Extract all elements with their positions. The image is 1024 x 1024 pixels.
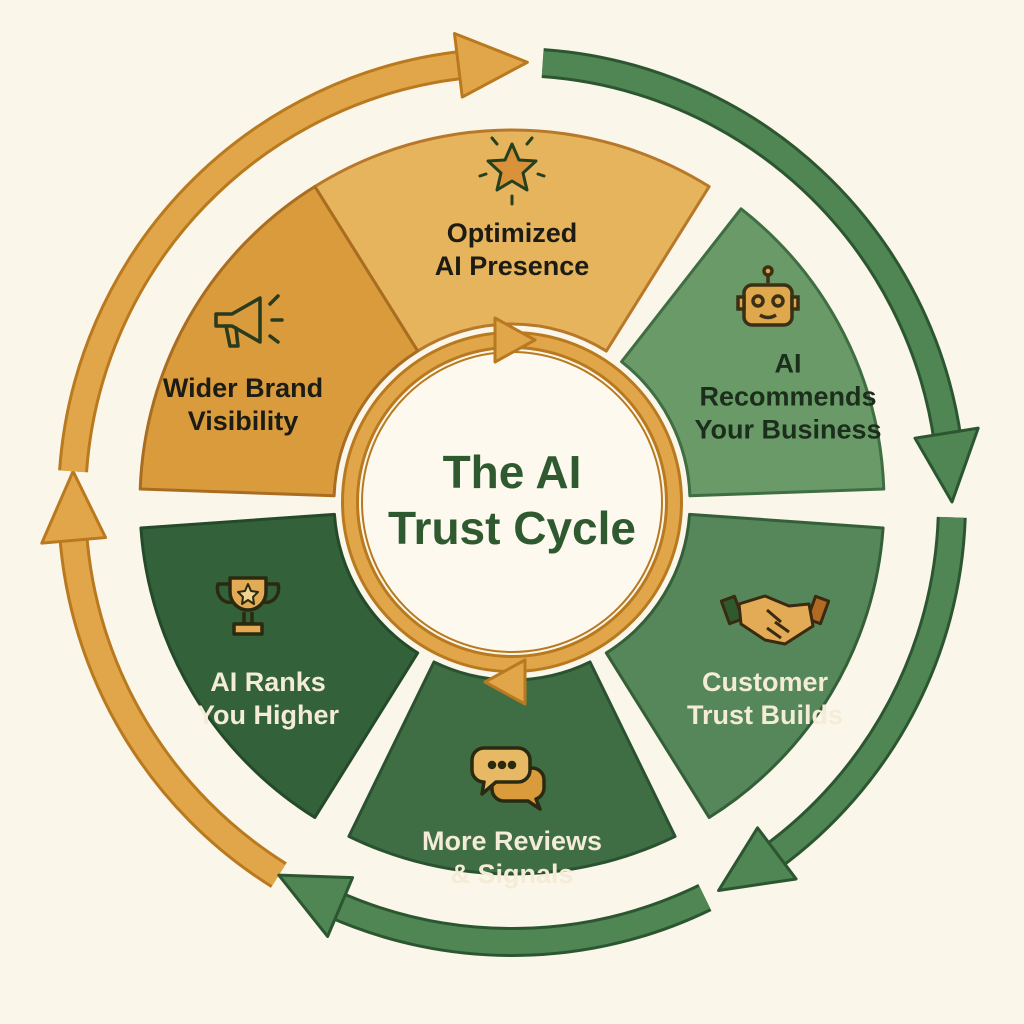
title-line-2: Trust Cycle: [388, 502, 636, 554]
segment-label: Customer: [701, 667, 829, 697]
segment-label: You Higher: [196, 700, 340, 730]
star-icon: [478, 136, 546, 206]
segment-ai-ranks: AI Ranks You Higher: [197, 666, 339, 732]
title-line-1: The AI: [442, 446, 582, 498]
segment-label: AI Ranks: [210, 667, 326, 697]
arrow-head: [277, 873, 355, 938]
segment-label: Your Business: [694, 414, 882, 445]
segment-wider-brand-visibility: Wider Brand Visibility: [163, 372, 323, 438]
arrow-arc: [328, 886, 711, 954]
segment-shape: [313, 128, 711, 353]
segment-label: & Signals: [450, 859, 574, 889]
segment-label: More Reviews: [421, 826, 603, 856]
segment-customer-trust: Customer Trust Builds: [687, 666, 843, 732]
segment-shape: [604, 512, 885, 819]
segment-label: Optimized: [446, 218, 578, 248]
diagram-title: The AI Trust Cycle: [388, 444, 636, 556]
arrow-head: [40, 469, 108, 545]
segment-label: Trust Builds: [686, 700, 844, 730]
handshake-icon: [720, 594, 830, 646]
arrow-head: [717, 826, 798, 892]
segment-ai-recommends: AI Recommends Your Business: [694, 348, 881, 447]
segment-label: Recommends: [699, 381, 877, 412]
segment-label: Visibility: [187, 406, 299, 436]
segment-more-reviews: More Reviews & Signals: [422, 825, 602, 891]
segment-label: AI: [774, 348, 802, 379]
arrow-head: [452, 32, 529, 99]
inner-arrow-head-top: [493, 316, 537, 364]
arrow-arc: [61, 52, 468, 473]
trophy-icon: [215, 576, 281, 636]
arrow-arc: [763, 516, 964, 868]
segment-label: AI Presence: [434, 251, 590, 281]
chat-bubbles-icon: [470, 746, 546, 811]
segment-label: Wider Brand: [162, 373, 324, 403]
segment-shape: [139, 512, 420, 819]
cycle-segments: [138, 128, 886, 876]
arrow-arc: [61, 531, 286, 886]
megaphone-icon: [214, 294, 284, 348]
robot-icon: [736, 265, 800, 327]
arrow-arc: [541, 51, 960, 443]
segment-optimized-ai-presence: Optimized AI Presence: [435, 217, 590, 283]
arrow-head: [913, 426, 980, 504]
inner-ring: [340, 316, 684, 706]
segment-shape: [620, 207, 886, 498]
outer-cycle-arrows: [40, 32, 980, 957]
inner-arrow-head-bottom: [483, 658, 527, 706]
